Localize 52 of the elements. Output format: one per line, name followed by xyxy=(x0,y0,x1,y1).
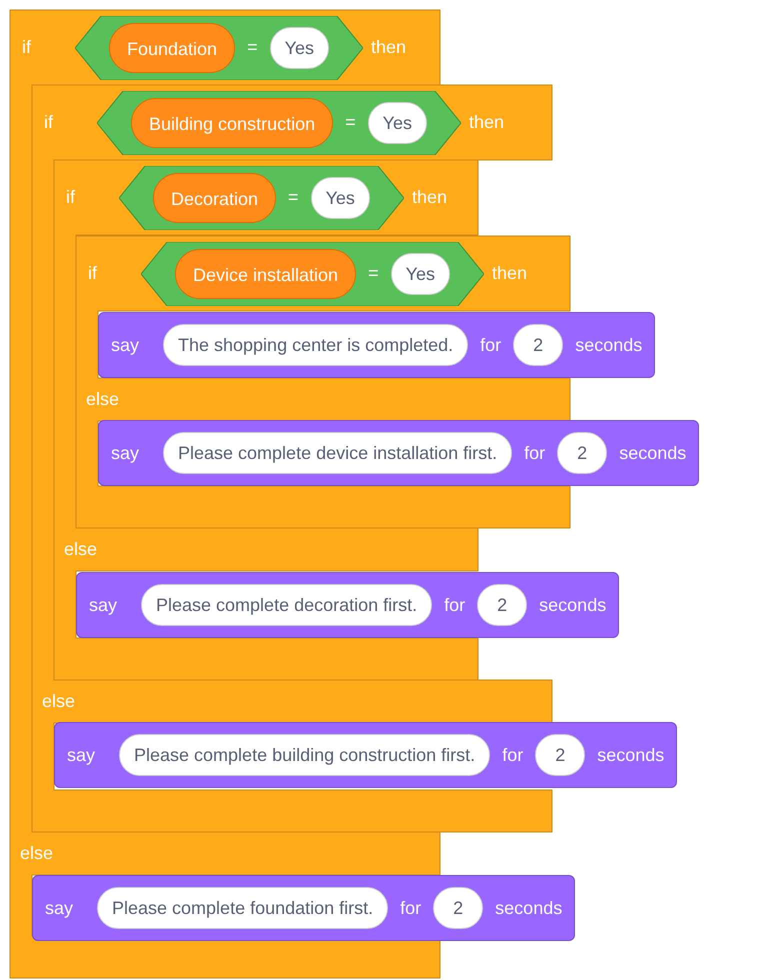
value-input: Please complete device installation first. xyxy=(163,432,512,474)
say-block xyxy=(32,875,576,941)
keyword-label: seconds xyxy=(597,744,664,766)
value-input: Please complete foundation first. xyxy=(97,887,388,929)
keyword-label: then xyxy=(492,263,528,284)
keyword-label: seconds xyxy=(495,898,562,918)
keyword-label: else xyxy=(86,388,120,411)
condition-hexagon xyxy=(141,242,484,306)
value-input: The shopping center is completed. xyxy=(163,324,468,366)
value-input: Please complete building construction first. xyxy=(119,734,490,776)
value-input: 2 xyxy=(433,887,484,929)
keyword-label: for xyxy=(444,594,466,616)
keyword-label: seconds xyxy=(575,334,642,356)
say-block xyxy=(98,312,656,378)
variable-reporter: Device installation xyxy=(175,248,356,298)
operator-label: = xyxy=(247,37,258,58)
keyword-label: for xyxy=(502,744,524,766)
say-block xyxy=(76,572,620,638)
keyword-label: for xyxy=(524,442,546,464)
keyword-label: then xyxy=(370,37,406,58)
keyword-label: if xyxy=(44,112,54,133)
value-input: 2 xyxy=(477,584,528,626)
keyword-label: if xyxy=(22,37,32,58)
value-input: 2 xyxy=(557,432,608,474)
variable-reporter: Decoration xyxy=(153,172,276,222)
variable-reporter: Foundation xyxy=(109,22,236,72)
say-block xyxy=(54,722,678,788)
keyword-label: then xyxy=(469,112,504,133)
keyword-label: else xyxy=(20,842,54,865)
keyword-label: say xyxy=(45,898,74,918)
keyword-label: seconds xyxy=(539,594,606,616)
keyword-label: for xyxy=(480,334,502,356)
keyword-label: say xyxy=(89,594,118,616)
value-input: 2 xyxy=(513,324,564,366)
keyword-label: say xyxy=(111,334,140,356)
keyword-label: say xyxy=(67,744,96,766)
operator-label: = xyxy=(368,263,379,284)
keyword-label: else xyxy=(42,690,76,713)
say-block xyxy=(98,420,700,486)
keyword-label: then xyxy=(412,187,447,208)
keyword-label: seconds xyxy=(619,442,686,464)
keyword-label: if xyxy=(88,263,98,284)
variable-reporter: Building construction xyxy=(131,98,334,148)
condition-hexagon xyxy=(97,90,461,154)
operator-label: = xyxy=(288,187,299,208)
keyword-label: if xyxy=(66,187,76,208)
value-input: 2 xyxy=(535,734,586,776)
operator-label: = xyxy=(345,112,356,133)
value-input: Please complete decoration first. xyxy=(141,584,432,626)
keyword-label: for xyxy=(400,898,422,918)
keyword-label: else xyxy=(64,538,98,561)
keyword-label: say xyxy=(111,442,140,464)
